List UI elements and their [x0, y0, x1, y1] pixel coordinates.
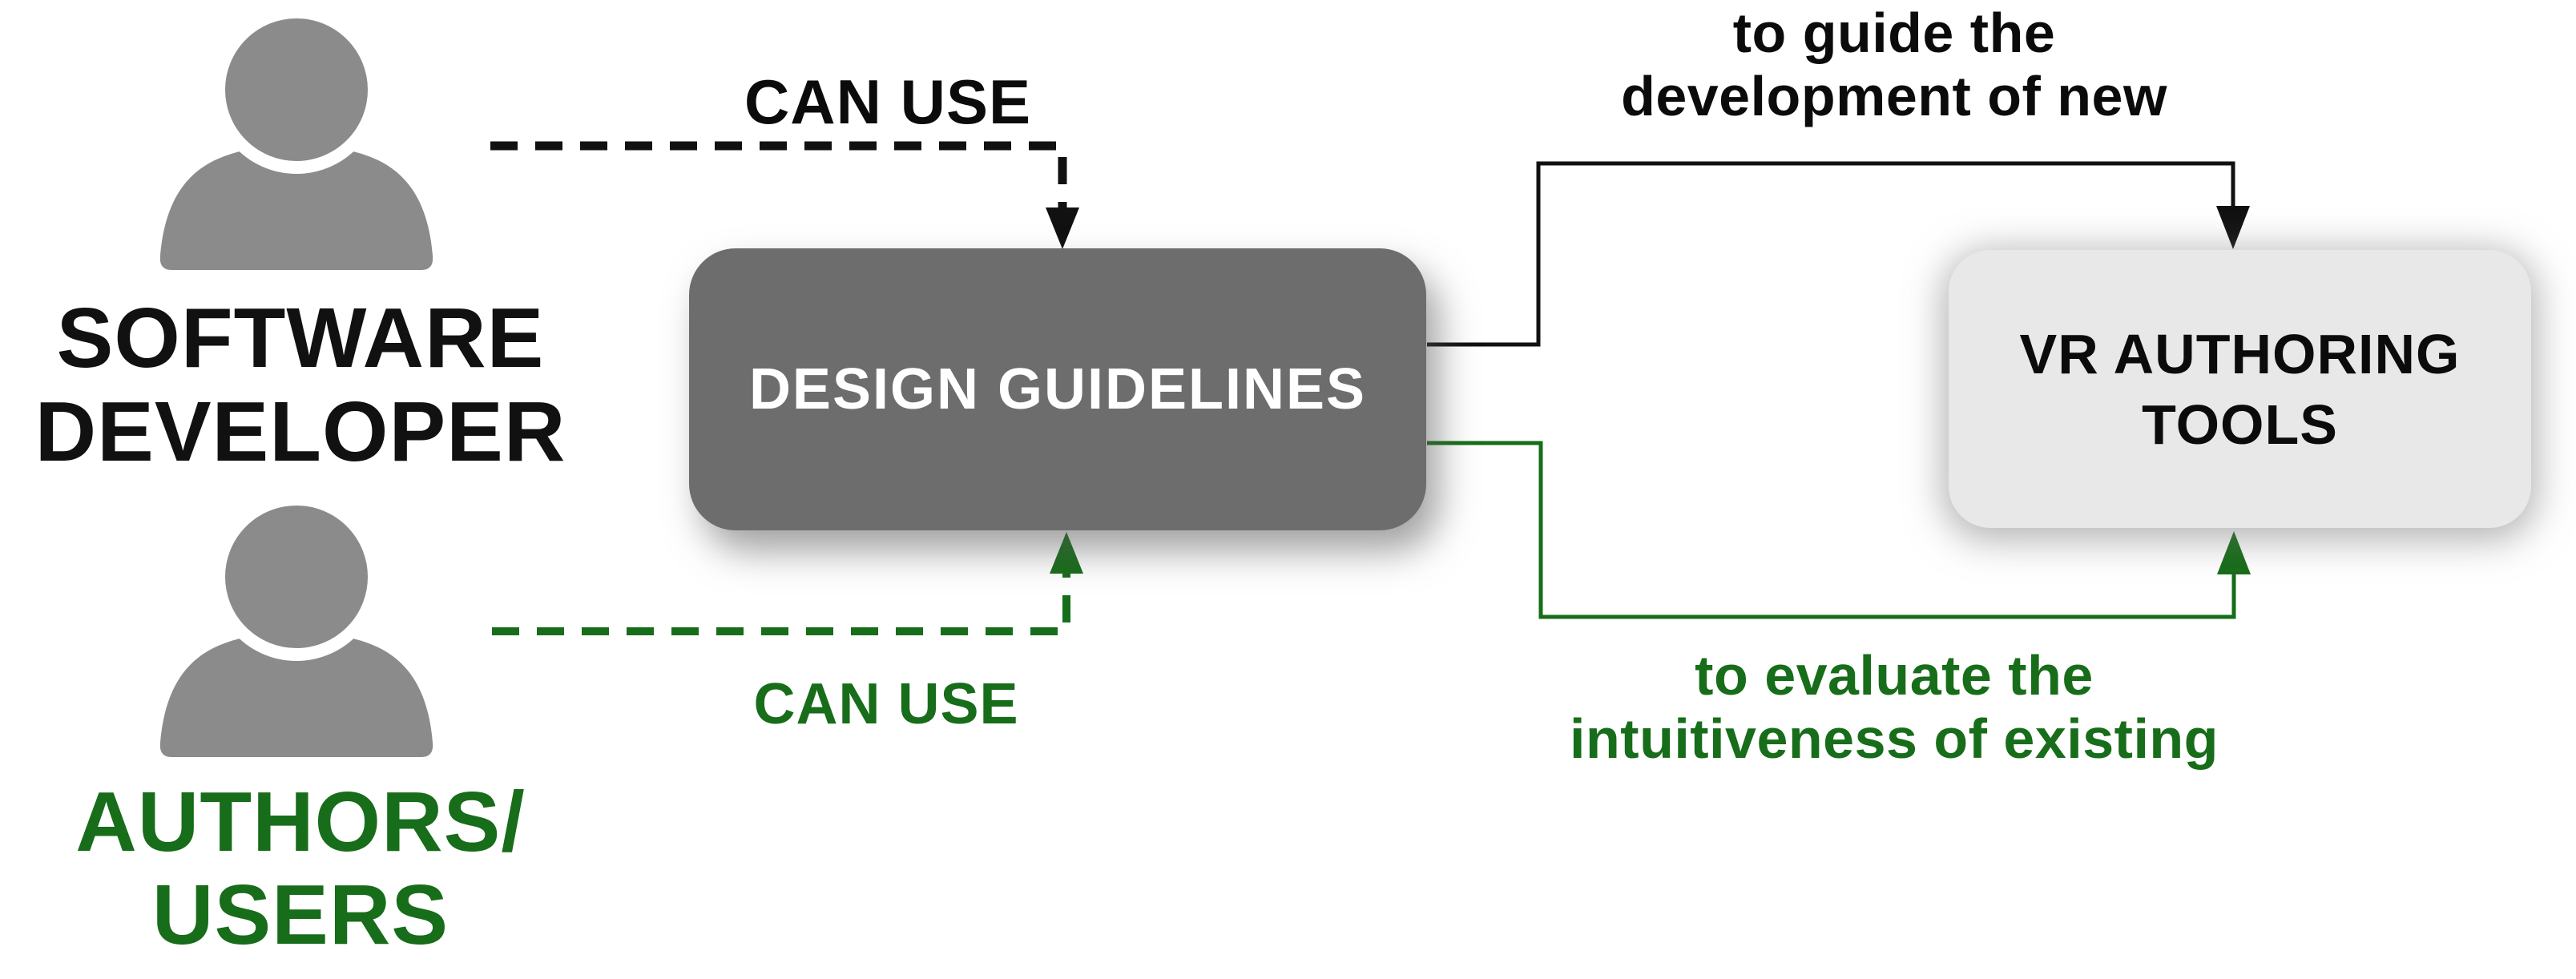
guide-development-arrow [1427, 161, 2250, 347]
authors-can-use-arrow [492, 532, 1083, 635]
arrowhead-up-icon [1050, 532, 1083, 574]
authors-users-label: AUTHORS/ USERS [12, 776, 589, 961]
arrowhead-up-icon [2217, 531, 2251, 574]
authors-can-use-label: CAN USE [753, 672, 1019, 736]
developer-can-use-label: CAN USE [744, 66, 1032, 137]
design-guidelines-box: DESIGN GUIDELINES [689, 248, 1426, 530]
vr-authoring-tools-box-line1: VR AUTHORING [2019, 322, 2461, 385]
authors-users-label-line1: AUTHORS/ [75, 775, 526, 869]
guide-development-label: to guide the development of new [1574, 2, 2215, 128]
arrowhead-down-icon [2216, 206, 2250, 249]
software-developer-label-line1: SOFTWARE [56, 291, 545, 385]
evaluate-intuitiveness-label: to evaluate the intuitiveness of existin… [1534, 644, 2255, 771]
software-developer-icon [159, 12, 434, 270]
vr-authoring-tools-box: VR AUTHORING TOOLS [1949, 250, 2531, 528]
evaluate-intuitiveness-label-line1: to evaluate the [1695, 644, 2094, 707]
guide-development-label-line2: development of new [1621, 65, 2167, 127]
person-icon [159, 12, 433, 270]
developer-can-use-arrow [490, 141, 1079, 249]
guide-development-label-line1: to guide the [1732, 2, 2056, 64]
vr-authoring-tools-box-line2: TOOLS [2142, 393, 2338, 456]
authors-users-icon [159, 499, 434, 757]
evaluate-intuitiveness-label-line2: intuitiveness of existing [1570, 707, 2219, 770]
software-developer-label: SOFTWARE DEVELOPER [12, 292, 589, 479]
arrowhead-down-icon [1046, 207, 1079, 249]
authors-users-label-line2: USERS [151, 868, 449, 962]
person-icon [159, 499, 433, 757]
design-guidelines-box-label: DESIGN GUIDELINES [748, 357, 1367, 421]
software-developer-label-line2: DEVELOPER [34, 385, 566, 479]
evaluate-intuitiveness-arrow [1427, 441, 2251, 619]
